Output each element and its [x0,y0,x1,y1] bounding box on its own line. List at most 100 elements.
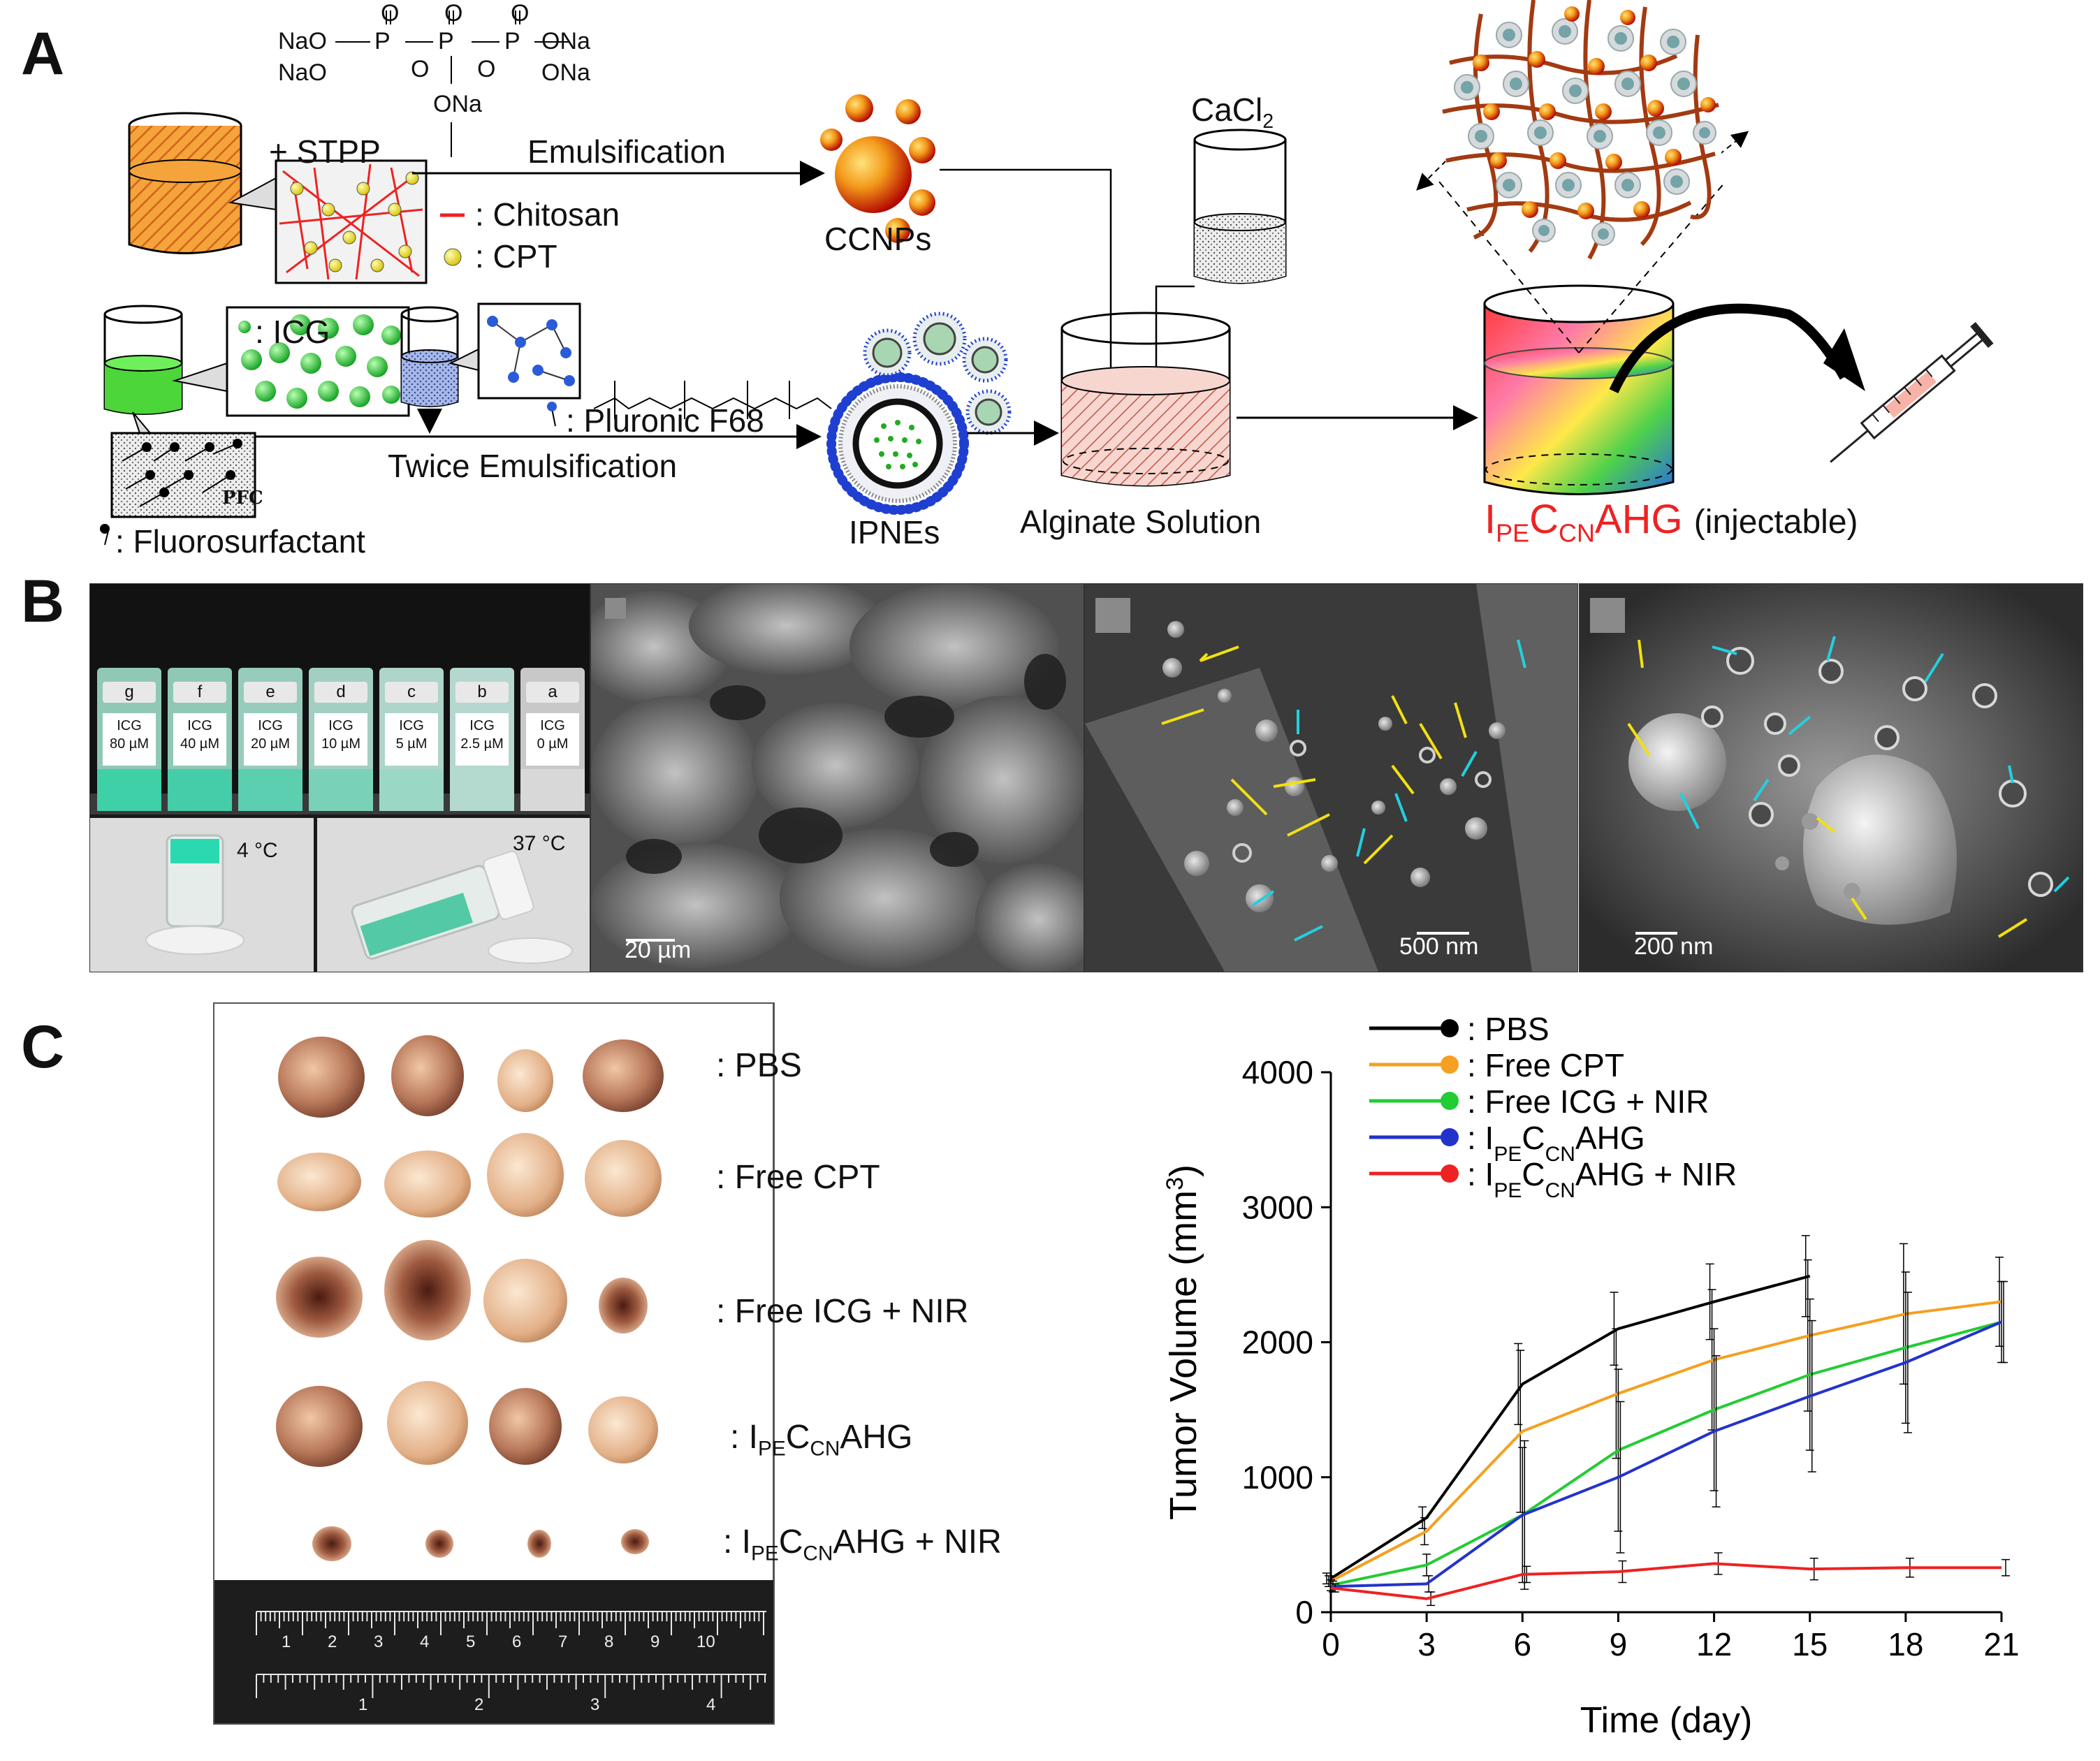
vial-letter: f [197,682,203,701]
vial-label-compound: ICG [469,718,495,733]
x-tick-label: 0 [1322,1626,1340,1663]
x-tick-label: 21 [1983,1626,2019,1663]
stpp-nao-bottom: NaO [278,59,327,86]
sem-image-low: 20 µm [590,583,1084,972]
stpp-o4: O [411,56,430,82]
vial-label-compound: ICG [258,718,283,733]
label-subscript: PE [758,1437,786,1461]
tumor-group-label: : IPECCNAHG [730,1418,912,1461]
emulsification-label: Emulsification [527,133,726,170]
scale-bar-20um: 20 µm [625,937,692,963]
chitosan-legend: : Chitosan [475,196,620,233]
legend-entry: : IPECCNAHG + NIR [1467,1156,1737,1202]
legend-entry: : PBS [1467,1011,1550,1047]
vial-label-amount: 5 µM [395,736,428,752]
panel-letter-a: A [21,20,65,87]
x-tick-label: 18 [1888,1626,1923,1663]
legend-text: AHG + NIR [1575,1156,1737,1192]
ipnes-label: IPNEs [849,514,940,550]
scale-bar-500nm: 500 nm [1399,933,1479,960]
panel-letter-b: B [21,568,65,635]
ruler-number-cm: 6 [512,1632,522,1651]
legend-text: AHG [1575,1120,1645,1156]
cacl2-label: CaCl2 [1191,92,1274,133]
x-tick-label: 3 [1417,1626,1436,1663]
label-text: : Free ICG + NIR [716,1293,969,1330]
label-text: C [778,1523,803,1561]
x-axis-label: Time (day) [1580,1700,1753,1741]
series-line [1329,1274,1811,1580]
label-text: C [785,1419,810,1456]
vial-letter: e [265,682,275,701]
ruler-number-cm: 2 [328,1632,337,1651]
sem-low-texture [591,584,1084,972]
stpp-o2: O [444,0,463,27]
temp-cold-label: 4 °C [237,839,278,862]
schematic-panel: NaO NaO P P P O O O O O ONa ONa ONa + ST… [0,0,2100,560]
stpp-o1: O [381,0,400,27]
twice-emulsification-label: Twice Emulsification [388,448,678,484]
legend-subscript: CN [1545,1143,1575,1166]
vial-label-amount: 10 µM [321,736,360,752]
label-text: : I [730,1419,759,1456]
scale-bar-200nm: 200 nm [1634,933,1714,960]
label-subscript: CN [803,1542,833,1565]
y-tick-label: 2000 [1242,1324,1313,1361]
stpp-p2: P [438,28,454,54]
legend-swatch-marker [1441,1055,1459,1074]
legend-subscript: PE [1494,1179,1522,1202]
label-text: : PBS [716,1047,802,1084]
stpp-o5: O [477,56,496,82]
vial-concentration-label: ICG 5 µM [379,717,444,753]
legend-swatch-marker [1441,1164,1459,1183]
sem-mid-texture [1085,584,1577,972]
ruler-number-cm: 1 [282,1632,291,1651]
legend-subscript: PE [1494,1143,1522,1166]
label-text: AHG [840,1419,913,1456]
stpp-p1: P [374,28,391,54]
ruler-number-cm: 10 [697,1632,715,1651]
vial-label-amount: 80 µM [110,736,149,752]
series-line [1330,1562,2001,1600]
x-tick-label: 15 [1792,1626,1828,1663]
tumor-group-label: : Free ICG + NIR [716,1292,968,1331]
legend-text: : I [1467,1120,1494,1156]
stpp-o3: O [511,0,530,27]
vial-letter: d [336,682,346,701]
legend-entry: : Free CPT [1467,1047,1624,1083]
pluronic-legend: : Pluronic F68 [566,402,764,439]
tumor-graphics [214,1004,773,1723]
stpp-p3: P [504,28,520,54]
vial-letter: g [124,682,134,701]
ruler-number-cm: 9 [650,1632,660,1651]
stpp-ona-top: ONa [541,28,590,54]
y-tick-label: 0 [1295,1594,1313,1630]
label-text: : I [723,1523,752,1561]
vial-letter: c [407,682,416,701]
fluorosurfactant-legend: : Fluorosurfactant [115,523,365,560]
ruler-number-cm: 8 [604,1632,614,1651]
label-subscript: CN [810,1437,840,1461]
y-axis-label-main: Tumor Volume (mm [1162,1190,1204,1520]
ccnps-label: CCNPs [824,221,932,257]
tumor-group-label: : PBS [716,1046,802,1085]
legend-entry: : Free ICG + NIR [1467,1083,1709,1120]
legend-swatch-marker [1441,1128,1459,1146]
product-label: IPECCNAHG (injectable) [1485,497,1858,548]
ruler-number-inch: 1 [358,1695,368,1714]
vial-label-amount: 40 µM [180,736,219,752]
ruler-number-inch: 4 [706,1695,716,1714]
ruler-number-cm: 3 [374,1632,384,1651]
y-tick-label: 3000 [1242,1189,1313,1225]
vial-letter: b [477,682,487,701]
vial-concentration-label: ICG 80 µM [97,717,161,753]
vial-label-amount: 0 µM [537,736,569,752]
vial-label-compound: ICG [117,718,142,733]
vial-label-compound: ICG [399,718,424,733]
series-line [1330,1300,2002,1583]
